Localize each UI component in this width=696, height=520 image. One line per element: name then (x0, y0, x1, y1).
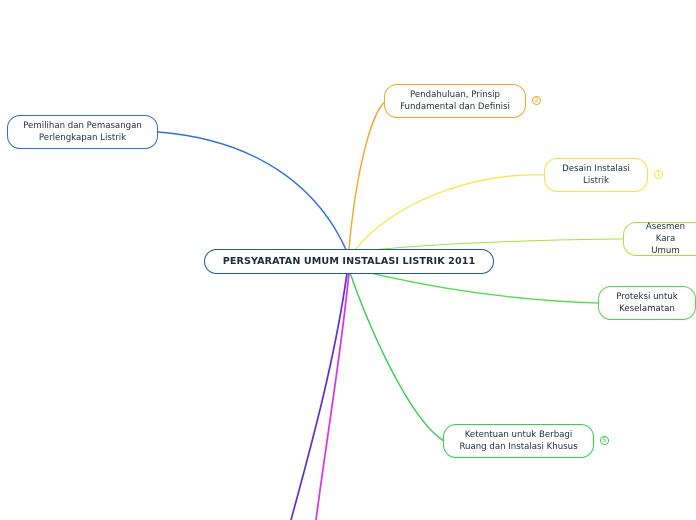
topic-label: Pendahuluan, Prinsip Fundamental dan Def… (400, 90, 510, 112)
topic-label: Asesmen Kara Umum (645, 222, 686, 256)
topic-ketentuan[interactable]: Ketentuan untuk Berbagi Ruang dan Instal… (443, 424, 594, 458)
collapse-count-badge[interactable]: 5 (600, 436, 609, 445)
topic-label: Proteksi untuk Keselamatan (616, 292, 678, 314)
link-ketentuan (349, 272, 445, 442)
central-topic[interactable]: PERSYARATAN UMUM INSTALASI LISTRIK 2011 (204, 249, 494, 274)
topic-pemilihan[interactable]: Pemilihan dan Pemasangan Perlengkapan Li… (7, 115, 158, 149)
topic-pendahuluan[interactable]: Pendahuluan, Prinsip Fundamental dan Def… (384, 84, 526, 118)
link-proteksi (361, 270, 599, 304)
topic-desain[interactable]: Desain Instalasi Listrik (544, 158, 648, 192)
link-pendahuluan (348, 100, 387, 250)
topic-proteksi[interactable]: Proteksi untuk Keselamatan (598, 286, 696, 320)
link-pemilihan (157, 131, 348, 253)
central-topic-label: PERSYARATAN UMUM INSTALASI LISTRIK 2011 (222, 255, 476, 267)
topic-label: Pemilihan dan Pemasangan Perlengkapan Li… (23, 121, 142, 143)
link-desain (354, 174, 545, 251)
topic-label: Desain Instalasi Listrik (562, 164, 630, 186)
collapse-count-badge[interactable]: 2 (532, 96, 541, 105)
collapse-count-badge[interactable]: 1 (654, 170, 663, 179)
topic-asesmen[interactable]: Asesmen Kara Umum (623, 222, 696, 256)
link-asesmen (361, 238, 624, 252)
link-magenta (315, 272, 350, 520)
topic-label: Ketentuan untuk Berbagi Ruang dan Instal… (459, 430, 578, 452)
link-purple (290, 272, 348, 520)
